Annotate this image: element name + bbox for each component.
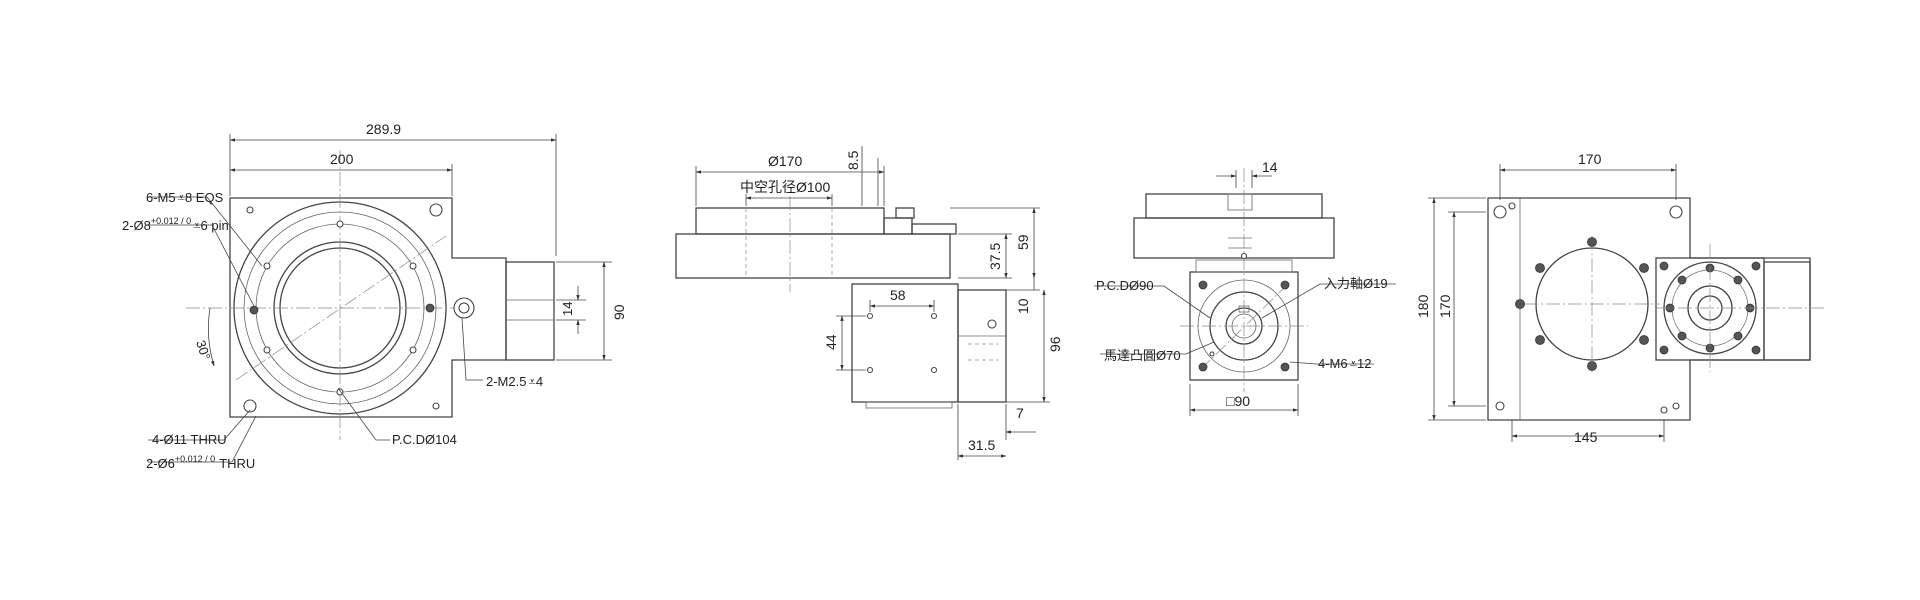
top-view: 289.9 200 14 90 30° 6-M5⩡8 EQS 2-Ø8+0.01… xyxy=(122,121,627,471)
note-pin: 2-Ø8+0.012 / 0⩡6 pin xyxy=(122,216,229,233)
bottom-view: 170 180 170 145 xyxy=(1415,151,1826,445)
dim-square: □90 xyxy=(1226,393,1250,409)
note-tapped: 6-M5⩡8 EQS xyxy=(146,190,224,205)
dim-37-5: 37.5 xyxy=(987,243,1003,270)
dim-180: 180 xyxy=(1415,294,1431,318)
note-m25: 2-M2.5⩡4 xyxy=(486,374,543,389)
dim-angle: 30° xyxy=(193,338,213,361)
dim-58: 58 xyxy=(890,287,906,303)
dim-table-dia: Ø170 xyxy=(768,153,802,169)
note-pcd: P.C.DØ104 xyxy=(392,432,457,447)
dim-box-height: 90 xyxy=(611,304,627,320)
dim-170-top: 170 xyxy=(1578,151,1602,167)
dim-170-side: 170 xyxy=(1437,294,1453,318)
note-m6: 4-M6⩡12 xyxy=(1318,356,1371,371)
dim-table-width: 200 xyxy=(330,151,354,167)
note-input-shaft: 入力軸Ø19 xyxy=(1324,276,1388,291)
dim-10: 10 xyxy=(1015,298,1031,314)
dim-7: 7 xyxy=(1016,405,1024,421)
dim-14: 14 xyxy=(1262,159,1278,175)
dim-shaft-dia: 14 xyxy=(560,302,575,316)
dim-8-5: 8.5 xyxy=(845,150,861,170)
side-view: Ø170 中空孔径Ø100 8.5 37.5 59 58 44 10 96 7 … xyxy=(675,146,1063,460)
motor-view: 14 P.C.DØ90 入力軸Ø19 馬達凸圓Ø70 4-M6⩡12 □90 xyxy=(1094,159,1396,416)
dim-31-5: 31.5 xyxy=(968,437,995,453)
dim-145: 145 xyxy=(1574,429,1598,445)
dim-96: 96 xyxy=(1047,336,1063,352)
dim-hollow: 中空孔径Ø100 xyxy=(740,179,830,195)
dim-59: 59 xyxy=(1015,234,1031,250)
dim-44: 44 xyxy=(823,334,839,350)
note-thru: 4-Ø11 THRU xyxy=(152,432,227,447)
dim-overall-width: 289.9 xyxy=(366,121,401,137)
note-pcd90: P.C.DØ90 xyxy=(1096,278,1154,293)
note-motor-boss: 馬達凸圓Ø70 xyxy=(1104,348,1181,363)
